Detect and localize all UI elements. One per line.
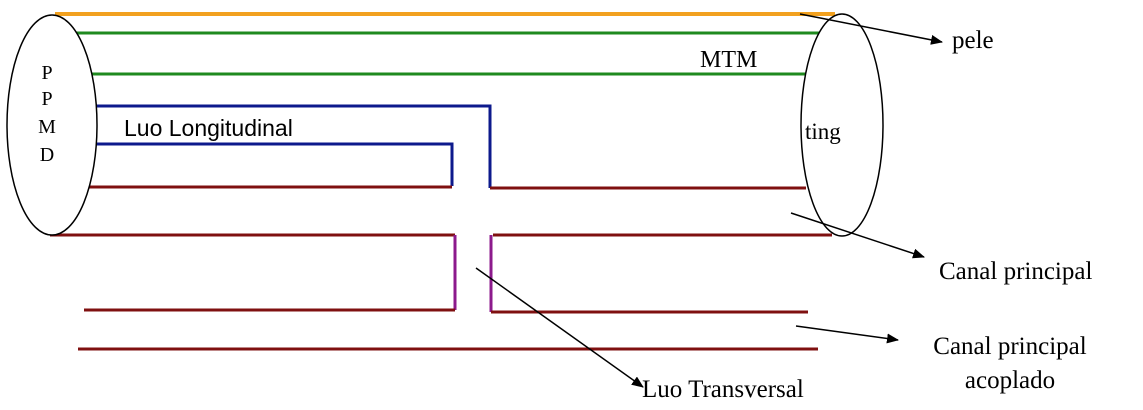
right-end-ellipse <box>800 13 884 237</box>
canal-acoplado-arrow <box>795 325 899 344</box>
canal-principal-acoplado-line2: acoplado <box>965 367 1055 394</box>
luo-transversal-label: Luo Transversal <box>642 376 804 403</box>
pele-arrow <box>799 13 943 45</box>
canal-principal-acoplado-line1: Canal principal <box>933 333 1086 360</box>
mtm-label: MTM <box>700 47 757 73</box>
right-end-label: ting <box>805 119 841 144</box>
longitudinal-channel-inner <box>88 142 454 186</box>
left-end-ellipse <box>6 14 98 236</box>
longitudinal-channel-outer <box>92 104 492 188</box>
left-end-letter-2: P <box>41 88 52 110</box>
left-end-letter-1: P <box>41 62 52 84</box>
pele-label: pele <box>952 27 994 54</box>
luo-longitudinal-label: Luo Longitudinal <box>124 115 293 141</box>
canal-principal-label: Canal principal <box>939 258 1092 285</box>
left-end-letter-3: M <box>38 116 56 138</box>
luo-transversal-arrow <box>475 267 644 388</box>
left-end-letter-4: D <box>40 144 54 166</box>
canal-principal-arrow <box>790 212 925 259</box>
